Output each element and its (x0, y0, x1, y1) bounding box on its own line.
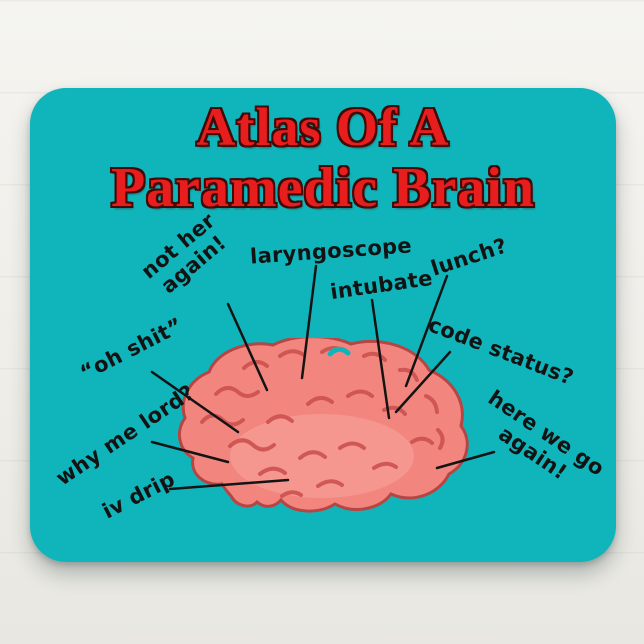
brain-label-lunch: lunch? (427, 233, 511, 281)
brain-label-not-her-again: not her again! (136, 208, 231, 298)
title-line-1: Atlas Of A (196, 97, 450, 157)
mousepad: Atlas Of A Paramedic Brain (30, 88, 616, 562)
brain-label-here-we-go-again: here we go again! (483, 385, 609, 485)
brain-label-oh-shit: “oh shit” (76, 313, 187, 386)
brain-top-gap (327, 346, 351, 357)
brain-label-iv-drip: iv drip (98, 466, 179, 524)
brain-illustration (177, 338, 469, 513)
brain-label-intubate: intubate (328, 265, 435, 305)
title-line-2: Paramedic Brain (110, 157, 536, 219)
brain-label-laryngoscope: laryngoscope (249, 233, 413, 269)
mousepad-title: Atlas Of A Paramedic Brain (30, 96, 616, 218)
